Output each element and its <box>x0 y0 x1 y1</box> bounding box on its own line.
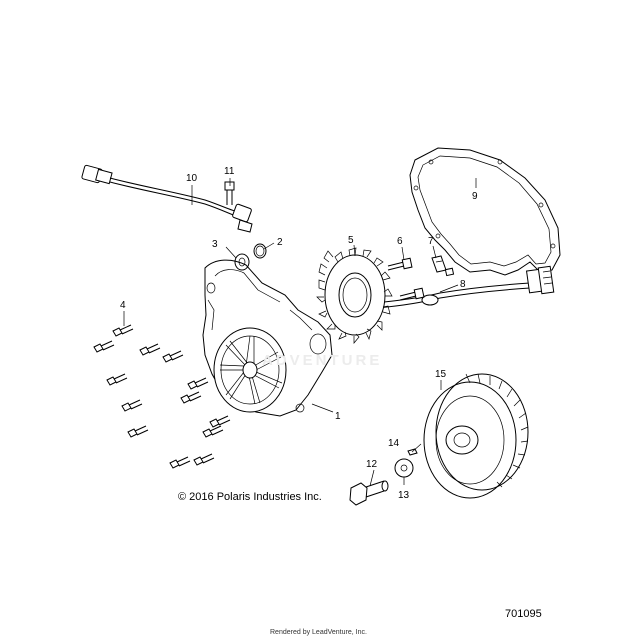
o-ring-part[interactable] <box>253 243 267 259</box>
cover-bolt[interactable] <box>139 343 161 356</box>
wire-clip-part[interactable] <box>431 255 455 277</box>
stator-wire-harness-part[interactable] <box>375 265 555 309</box>
diagram-id: 701095 <box>505 608 542 620</box>
gasket-part[interactable] <box>409 147 561 276</box>
cover-bolt[interactable] <box>187 377 209 390</box>
cover-bolt[interactable] <box>127 425 149 438</box>
cover-bolt[interactable] <box>162 350 184 363</box>
callout-14: 14 <box>388 438 400 449</box>
speed-sensor-part[interactable] <box>81 164 253 233</box>
bolt-6-lower[interactable] <box>399 287 425 301</box>
callout-11: 11 <box>224 166 235 177</box>
flywheel-bolt-part[interactable] <box>349 480 389 506</box>
cover-bolt[interactable] <box>112 324 134 337</box>
cover-bolt[interactable] <box>193 453 215 466</box>
copyright-text: © 2016 Polaris Industries Inc. <box>178 491 322 503</box>
cover-bolt[interactable] <box>169 456 191 469</box>
callout-5: 5 <box>348 235 354 246</box>
callout-9: 9 <box>472 191 478 202</box>
callout-6: 6 <box>397 236 403 247</box>
flywheel-part[interactable] <box>423 373 529 499</box>
watermark-text: ADVENTURE <box>262 352 383 369</box>
bolt-11-part[interactable] <box>224 181 235 205</box>
callout-labels: 10 11 3 2 4 5 6 7 8 9 1 15 14 12 13 <box>120 166 478 501</box>
callout-12: 12 <box>366 459 378 470</box>
callout-2: 2 <box>277 237 283 248</box>
cover-bolt[interactable] <box>93 340 115 353</box>
washer-part[interactable] <box>394 458 414 478</box>
callout-3: 3 <box>212 239 218 250</box>
callout-7: 7 <box>428 236 434 247</box>
callout-8: 8 <box>460 279 466 290</box>
callout-1: 1 <box>335 411 341 422</box>
stator-part[interactable] <box>316 247 393 344</box>
seal-part[interactable] <box>234 253 250 271</box>
cover-bolt[interactable] <box>180 391 202 404</box>
callout-10: 10 <box>186 173 198 184</box>
callout-15: 15 <box>435 369 447 380</box>
cover-bolt[interactable] <box>121 399 143 412</box>
callout-13: 13 <box>398 490 410 501</box>
cover-bolt[interactable] <box>209 415 231 428</box>
callout-4: 4 <box>120 300 126 311</box>
stator-cover-part[interactable] <box>202 259 333 417</box>
rendered-by-text: Rendered by LeadVenture, Inc. <box>270 629 367 636</box>
cover-bolt[interactable] <box>106 373 128 386</box>
cover-bolts[interactable] <box>93 324 231 469</box>
cover-bolt[interactable] <box>202 425 224 438</box>
bolt-6-upper[interactable] <box>387 257 413 271</box>
leader-lines <box>123 178 477 487</box>
